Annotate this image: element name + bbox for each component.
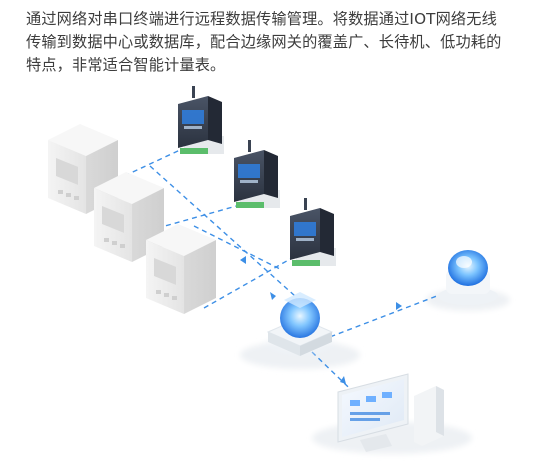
dashed-links [91,149,456,411]
wireless-sensor-icon [438,250,498,305]
smart-meter-icon [146,224,216,314]
link-arrows [240,256,402,384]
description-paragraph: 通过网络对串口终端进行远程数据传输管理。将数据通过IOT网络无线 传输到数据中心… [26,8,538,77]
serial-iot-gateway-icon [234,140,280,208]
smart-meter-icon [94,172,164,262]
serial-iot-gateway-icon [178,86,224,154]
description-line-2: 传输到数据中心或数据库，配合边缘网关的覆盖广、长待机、低功耗的 [26,33,502,51]
management-console-icon [337,373,444,452]
network-router-icon [258,292,342,359]
description-line-3: 特点，非常适合智能计量表。 [26,56,226,74]
serial-iot-gateway-icon [290,198,336,266]
description-line-1: 通过网络对串口终端进行远程数据传输管理。将数据通过IOT网络无线 [26,10,497,28]
